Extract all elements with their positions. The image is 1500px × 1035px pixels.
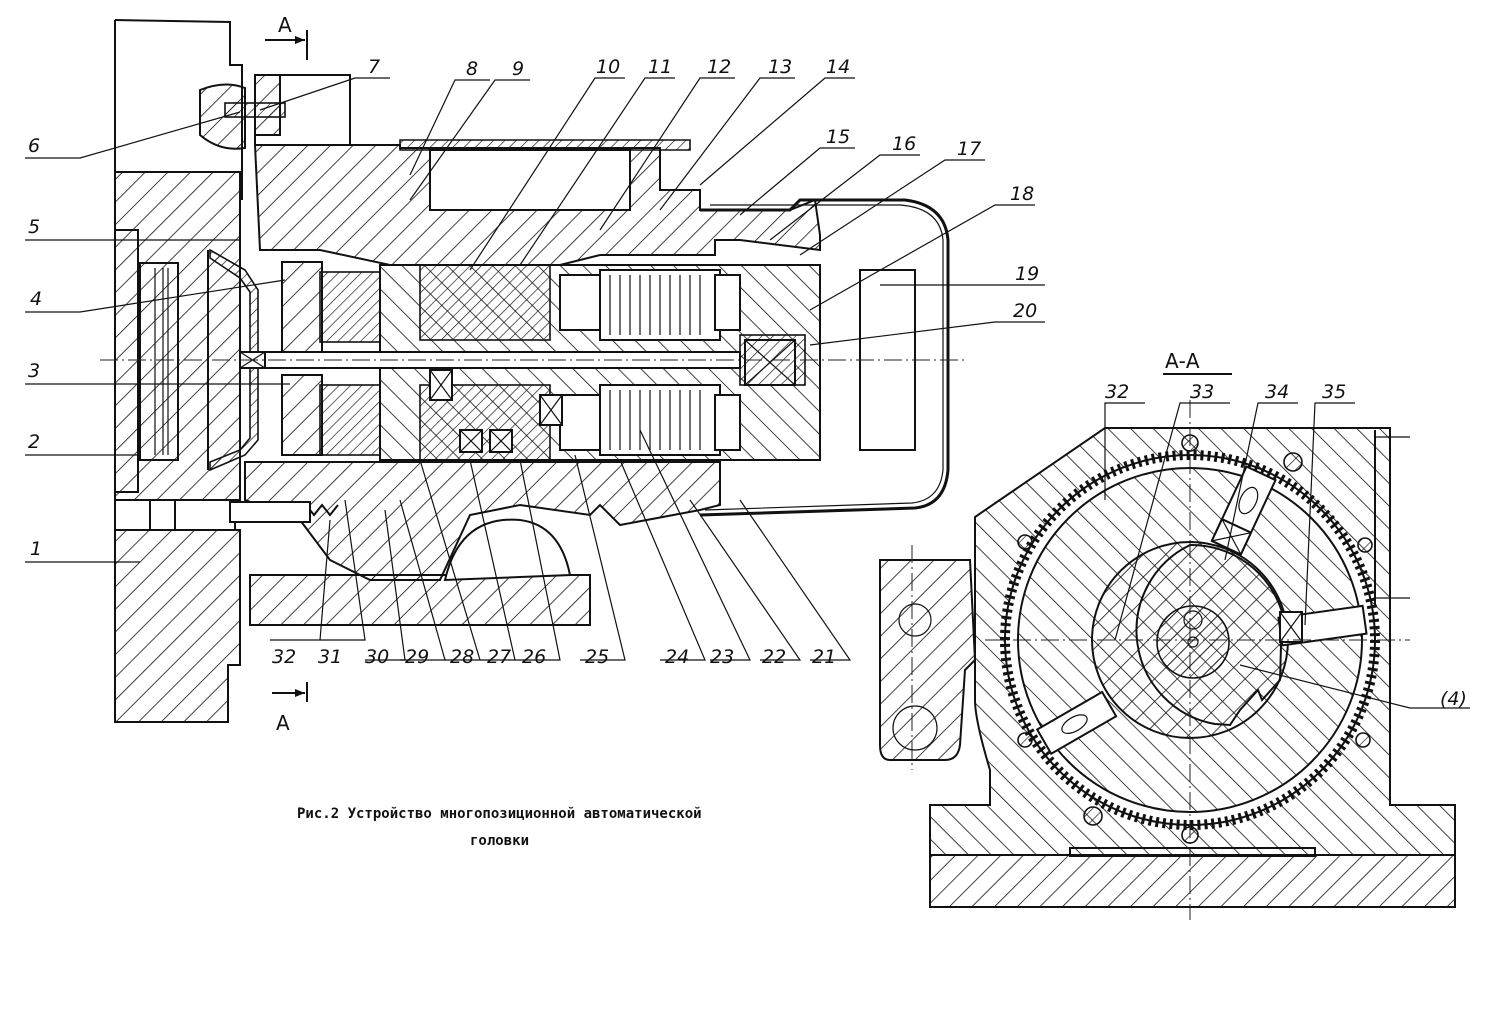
part-label: 10 (596, 56, 620, 78)
part-label: 9 (512, 58, 524, 80)
cam-segment (1135, 543, 1284, 727)
section-letter-top: A (278, 13, 292, 37)
part-label: (4) (1440, 688, 1467, 710)
section-letter-bottom: A (276, 711, 290, 735)
part-label: 21 (812, 646, 836, 668)
section-marker-bottom: A (272, 682, 308, 735)
side-bracket (879, 559, 977, 761)
part-label: 26 (522, 646, 546, 668)
caption-line-2: головки (470, 833, 529, 849)
part-label: 25 (585, 646, 609, 668)
stator-winding-upper (609, 275, 701, 335)
part-label: 18 (1010, 183, 1034, 205)
part-label: 35 (1322, 381, 1346, 403)
hub (1156, 605, 1230, 679)
part-label: 23 (710, 646, 734, 668)
main-section-view (100, 19, 965, 723)
leader-lines-main (25, 77, 1045, 661)
motor-cover (699, 198, 950, 517)
part-label: 1 (30, 538, 42, 560)
part-label: 27 (487, 646, 511, 668)
part-label: 3 (28, 360, 40, 382)
part-label: 4 (30, 288, 42, 310)
part-label: 30 (365, 646, 389, 668)
part-label: 29 (405, 646, 429, 668)
face-ring (114, 229, 139, 493)
part-label: 2 (28, 431, 40, 453)
part-label: 32 (1105, 381, 1129, 403)
part-label: 16 (892, 133, 916, 155)
section-title: А-А (1165, 349, 1200, 373)
main-labels: 6 5 4 3 2 1 7 8 9 10 11 12 13 14 15 16 1… (28, 56, 1039, 668)
part-label: 6 (28, 135, 40, 157)
part-label: 19 (1015, 263, 1039, 285)
part-label: 15 (826, 126, 850, 148)
stator-winding-lower (609, 390, 701, 450)
part-label: 13 (768, 56, 792, 78)
part-label: 5 (28, 216, 40, 238)
housing-bottom (244, 461, 721, 581)
base-plate (929, 854, 1456, 908)
section-a-a-view: А-А (879, 349, 1470, 920)
part-label: 34 (1265, 381, 1289, 403)
caption-line-1: Рис.2 Устройство многопозиционной автома… (297, 806, 702, 822)
part-label: 17 (957, 138, 981, 160)
part-label: 20 (1013, 300, 1037, 322)
part-label: 7 (368, 56, 380, 78)
cone-disk (209, 248, 259, 472)
part-label: 22 (762, 646, 786, 668)
piston-lower (281, 374, 323, 456)
gear-block-upper (419, 264, 551, 341)
part-label: 31 (318, 646, 342, 668)
part-label: 14 (826, 56, 850, 78)
part-label: 12 (707, 56, 731, 78)
column-base (114, 529, 241, 723)
part-label: 8 (466, 58, 478, 80)
housing-foot (249, 574, 591, 626)
figure-caption: Рис.2 Устройство многопозиционной автома… (297, 806, 702, 849)
latch-lower (1035, 690, 1118, 756)
part-label: 32 (272, 646, 296, 668)
part-label: 28 (450, 646, 474, 668)
piston-upper (281, 261, 323, 353)
latch-upper (1210, 465, 1277, 556)
part-label: 11 (648, 56, 672, 78)
housing-top-cover (429, 149, 631, 211)
part-label: 33 (1190, 381, 1214, 403)
section-marker-top: A (265, 13, 308, 60)
part-label: 24 (665, 646, 689, 668)
